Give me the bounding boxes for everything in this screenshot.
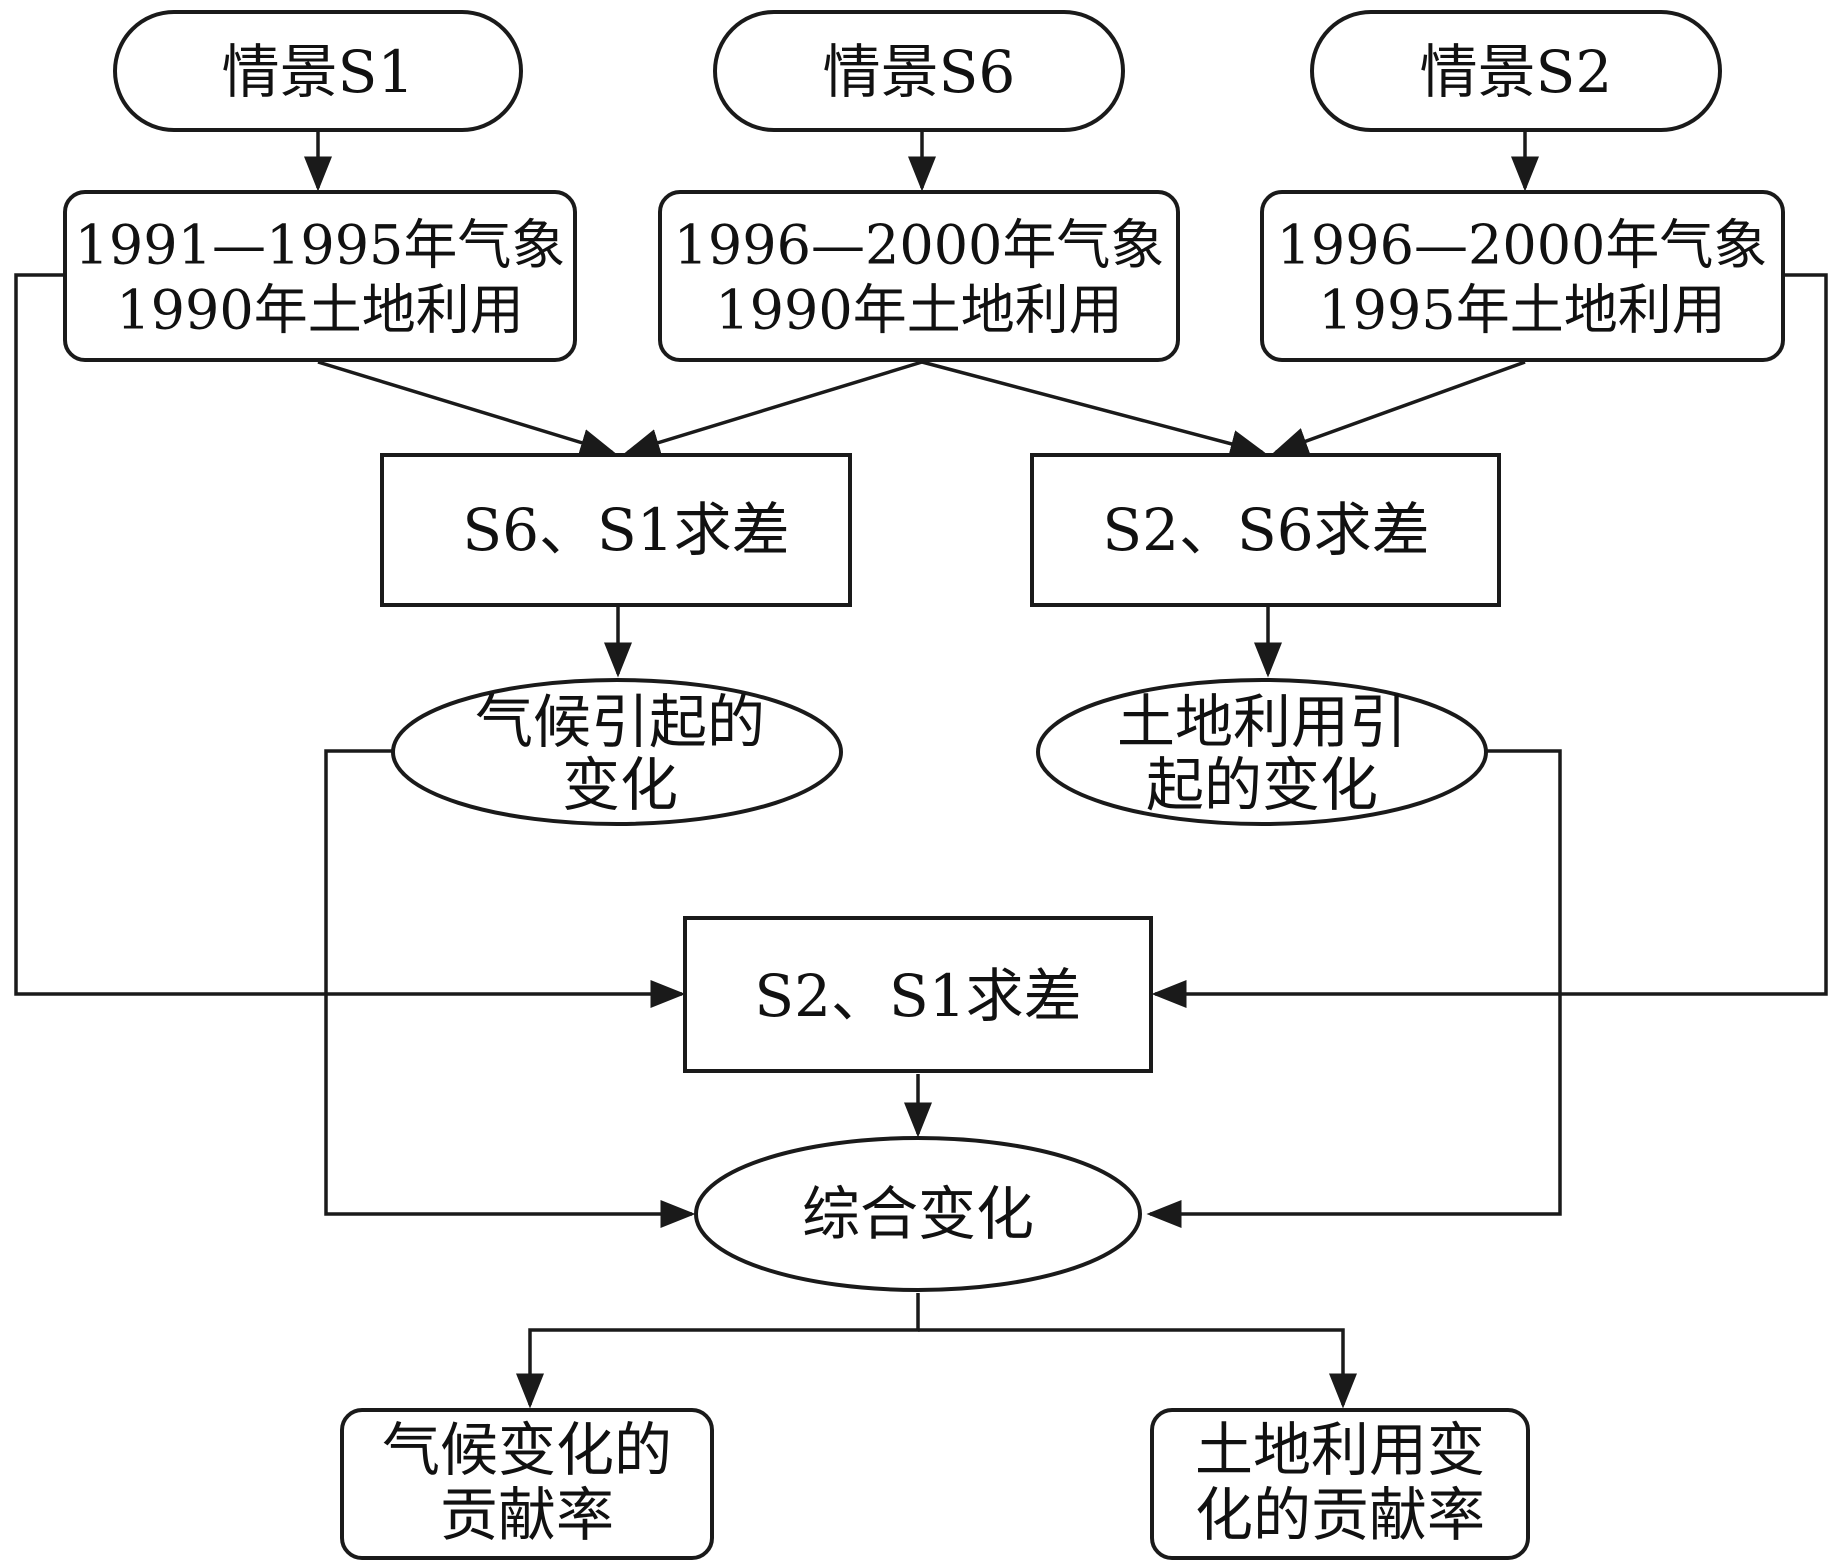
scenario-s1-label: 情景S1 [222,38,415,106]
arrow-landuse-to-total [1146,749,1562,1228]
climate-rate-line-1: 气候变化的 [382,1416,672,1484]
arrow-total-to-climate-rate [516,1293,920,1409]
scenario-s6-label: 情景S6 [823,38,1016,106]
scenario-s1-node: 情景S1 [113,10,523,132]
landuse-change-line-2: 起的变化 [1146,751,1378,819]
scenario-s2-label: 情景S2 [1420,38,1613,106]
climate-change-line-1: 气候引起的 [475,688,765,756]
arrow-input-s6-to-diff-s6-s1 [624,360,923,457]
arrow-total-to-landuse-rate [918,1328,1357,1409]
climate-rate-node: 气候变化的 贡献率 [340,1408,714,1560]
arrow-input-s1-to-diff-s6-s1 [317,360,616,457]
landuse-rate-node: 土地利用变 化的贡献率 [1150,1408,1530,1560]
landuse-change-line-1: 土地利用引 [1117,688,1407,756]
input-s1-node: 1991—1995年气象 1990年土地利用 [63,190,577,362]
arrow-input-s2-to-diff-s2-s6 [1272,360,1526,455]
total-change-label: 综合变化 [802,1180,1034,1248]
diff-s6-s1-label: S6、S1求差 [462,496,789,564]
scenario-s2-node: 情景S2 [1310,10,1722,132]
input-s1-line-1: 1991—1995年气象 [75,214,566,277]
input-s1-line-2: 1990年土地利用 [116,279,523,342]
diff-s6-s1-node: S6、S1求差 [380,453,852,607]
landuse-change-node: 土地利用引 起的变化 [1036,678,1488,826]
arrow-input-s1-to-diff-s2-s1 [14,273,686,1008]
diff-s2-s6-node: S2、S6求差 [1030,453,1501,607]
input-s2-line-2: 1995年土地利用 [1318,279,1725,342]
arrow-input-s2-to-diff-s2-s1 [1151,273,1828,1008]
landuse-rate-line-1: 土地利用变 [1195,1416,1485,1484]
input-s6-line-1: 1996—2000年气象 [674,214,1165,277]
total-change-node: 综合变化 [694,1136,1142,1292]
diff-s2-s1-node: S2、S1求差 [683,916,1153,1073]
arrow-input-s6-to-diff-s2-s6 [921,360,1266,458]
connectors [14,130,1828,1409]
climate-change-line-2: 变化 [562,751,678,819]
landuse-rate-line-2: 化的贡献率 [1195,1481,1485,1549]
climate-rate-line-2: 贡献率 [440,1481,614,1549]
input-s2-node: 1996—2000年气象 1995年土地利用 [1260,190,1785,362]
climate-change-node: 气候引起的 变化 [391,678,843,826]
scenario-s6-node: 情景S6 [713,10,1125,132]
arrow-climate-to-total [324,749,696,1228]
input-s6-node: 1996—2000年气象 1990年土地利用 [658,190,1180,362]
diff-s2-s6-label: S2、S6求差 [1102,496,1429,564]
diff-s2-s1-label: S2、S1求差 [754,962,1081,1030]
input-s6-line-2: 1990年土地利用 [715,279,1122,342]
input-s2-line-1: 1996—2000年气象 [1277,214,1768,277]
